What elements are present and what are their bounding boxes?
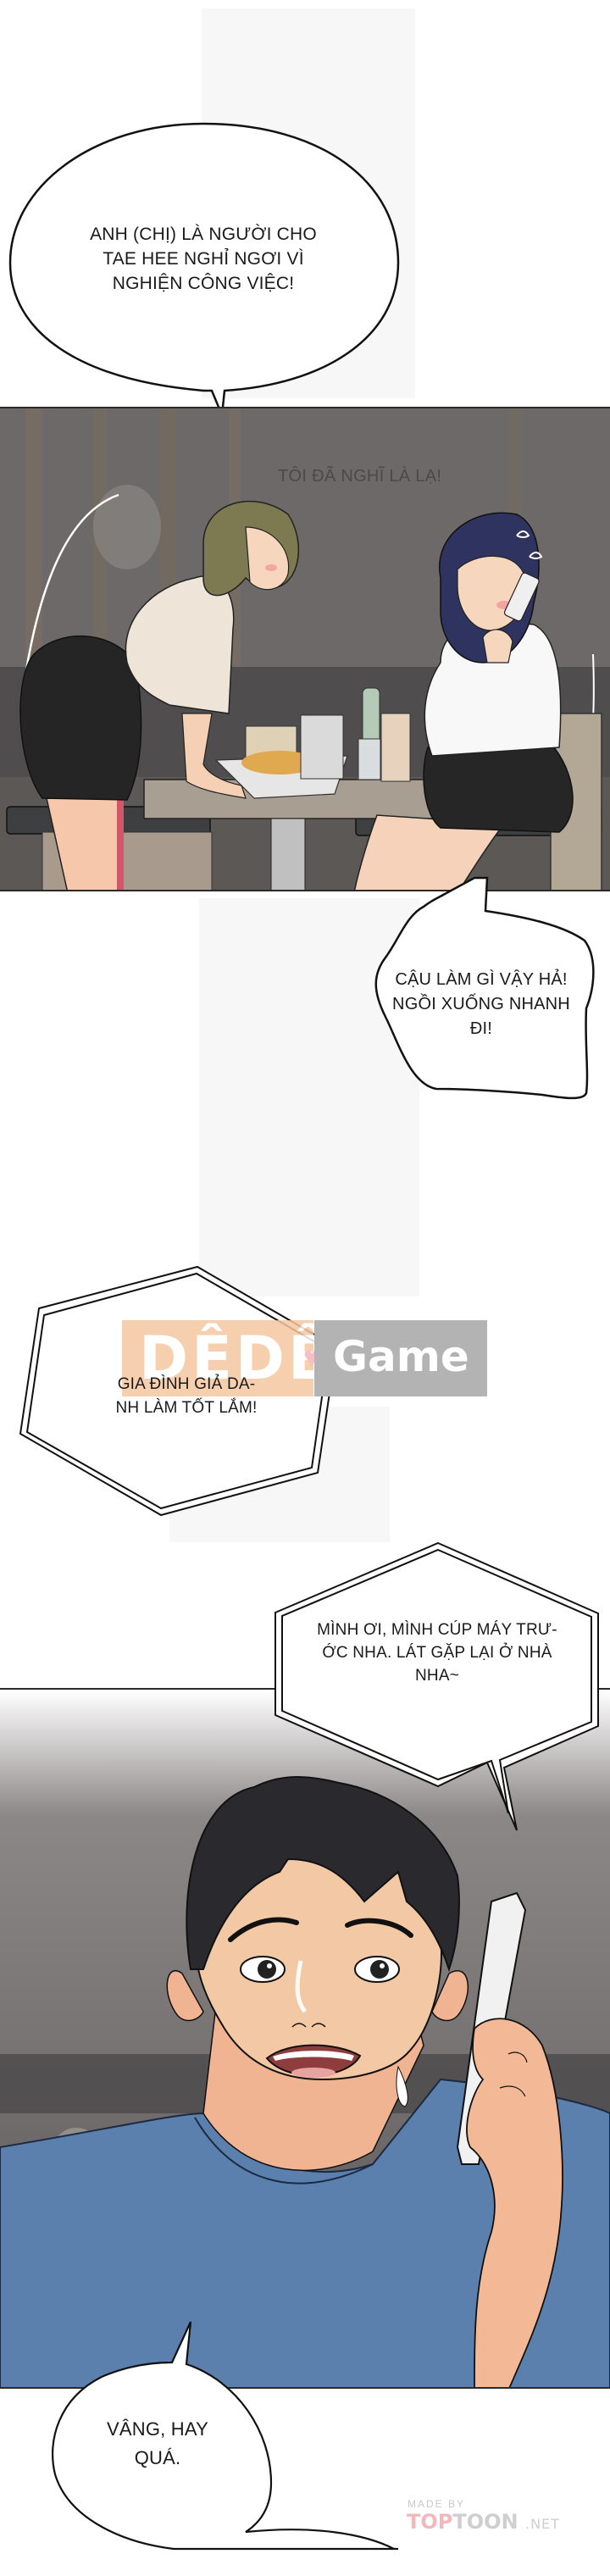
bubble-line: VÂNG, HAY xyxy=(107,2418,208,2440)
watermark-right-text: Game xyxy=(333,1332,469,1381)
bubble-5-text: VÂNG, HAY QUÁ. xyxy=(73,2415,242,2473)
bubble-line: ANH (CHỊ) LÀ NGƯỜI CHO xyxy=(90,225,317,244)
bubble-line: TAE HEE NGHỈ NGƠI VÌ xyxy=(103,249,304,269)
bubble-line: MÌNH ƠI, MÌNH CÚP MÁY TRƯ- xyxy=(317,1621,557,1639)
bubble-line: CẬU LÀM GÌ VẬY HẢ! xyxy=(395,970,568,989)
credit-brand: TOPTOON .NET xyxy=(407,2510,560,2536)
bubble-line: ỚC NHA. LÁT GẶP LẠI Ở NHÀ xyxy=(322,1644,552,1662)
cafe-illustration xyxy=(0,408,610,890)
bubble-line: NGHIỆN CÔNG VIỆC! xyxy=(112,274,295,293)
credit-made-by: MADE BY xyxy=(408,2498,466,2510)
phone-illustration xyxy=(0,1690,610,2387)
bubble-4-text: MÌNH ƠI, MÌNH CÚP MÁY TRƯ- ỚC NHA. LÁT G… xyxy=(286,1618,588,1687)
speech-bubble-1 xyxy=(8,122,400,416)
bubble-1-text: ANH (CHỊ) LÀ NGƯỜI CHO TAE HEE NGHỈ NGƠI… xyxy=(51,222,356,296)
speech-bubble-4 xyxy=(274,1541,599,1831)
watermark-left-text: DÊDÊ xyxy=(139,1324,332,1393)
watermark-left-block: DÊDÊ xyxy=(122,1320,329,1396)
bubble-line: GIA ĐÌNH GIẢ DA- xyxy=(117,1375,256,1393)
bubble-2-text: CẬU LÀM GÌ VẬY HẢ! NGỒI XUỐNG NHANH ĐI! xyxy=(373,968,590,1041)
bubble-line: QUÁ. xyxy=(134,2447,181,2468)
speech-bubble-2 xyxy=(374,876,595,1100)
panel-cafe: TÔI ĐÃ NGHĨ LÀ LẠ! xyxy=(0,407,610,891)
watermark-right-block: Game xyxy=(314,1320,487,1396)
bubble-line: NH LÀM TỐT LẮM! xyxy=(115,1399,258,1417)
credit-suffix: .NET xyxy=(525,2516,560,2532)
bubble-line: ĐI! xyxy=(469,1019,493,1038)
credit-brand-red: TOP xyxy=(407,2510,453,2534)
bubble-line: NHA~ xyxy=(414,1667,459,1685)
bubble-line: NGỒI XUỐNG NHANH xyxy=(392,995,570,1013)
credit-brand-gray: TOON xyxy=(452,2510,518,2534)
panel-1-caption: TÔI ĐÃ NGHĨ LÀ LẠ! xyxy=(278,467,442,486)
bubble-3-text: GIA ĐÌNH GIẢ DA- NH LÀM TỐT LẮM! xyxy=(85,1373,288,1420)
